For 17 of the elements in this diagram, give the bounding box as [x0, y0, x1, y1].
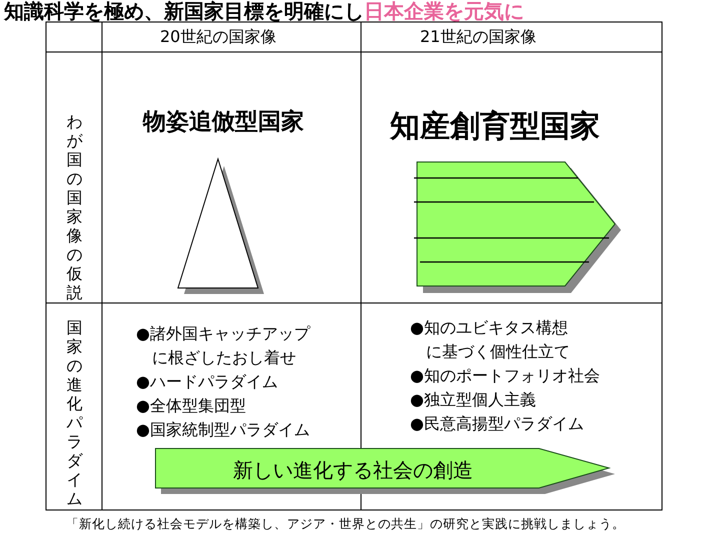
bullet-item: ●民意高揚型パラダイム — [410, 413, 584, 435]
bullet-item: ●ハードパラダイム — [136, 371, 278, 393]
bullet-item: ●諸外国キャッチアップに根ざしたおし着せ — [136, 323, 312, 369]
bullet-item: ●国家統制型パラダイム — [136, 419, 310, 441]
column-header: 20世紀の国家像 — [160, 27, 276, 48]
row-header: 国家の進化パラダイム — [66, 318, 83, 508]
column-header: 21世紀の国家像 — [420, 27, 536, 48]
title-highlight: 日本企業を元気に — [364, 0, 524, 25]
caption: 「新化し続ける社会モデルを構築し、アジア・世界との共生」の研究と実践に挑戦しましょう。 — [66, 516, 625, 533]
bullet-item: ●独立型個人主義 — [410, 389, 536, 411]
bullet-item: ●知のユビキタス構想に基づく個性仕立て — [410, 317, 571, 363]
row-header: わが国の国家像の仮説 — [66, 112, 83, 302]
heading: 知産創育型国家 — [390, 108, 600, 146]
heading: 物姿追倣型国家 — [143, 108, 304, 137]
title: 知識科学を極め、新国家目標を明確にし — [4, 0, 364, 25]
bullet-item: ●知のポートフォリオ社会 — [410, 365, 600, 387]
bullet-item: ●全体型集団型 — [136, 395, 246, 417]
